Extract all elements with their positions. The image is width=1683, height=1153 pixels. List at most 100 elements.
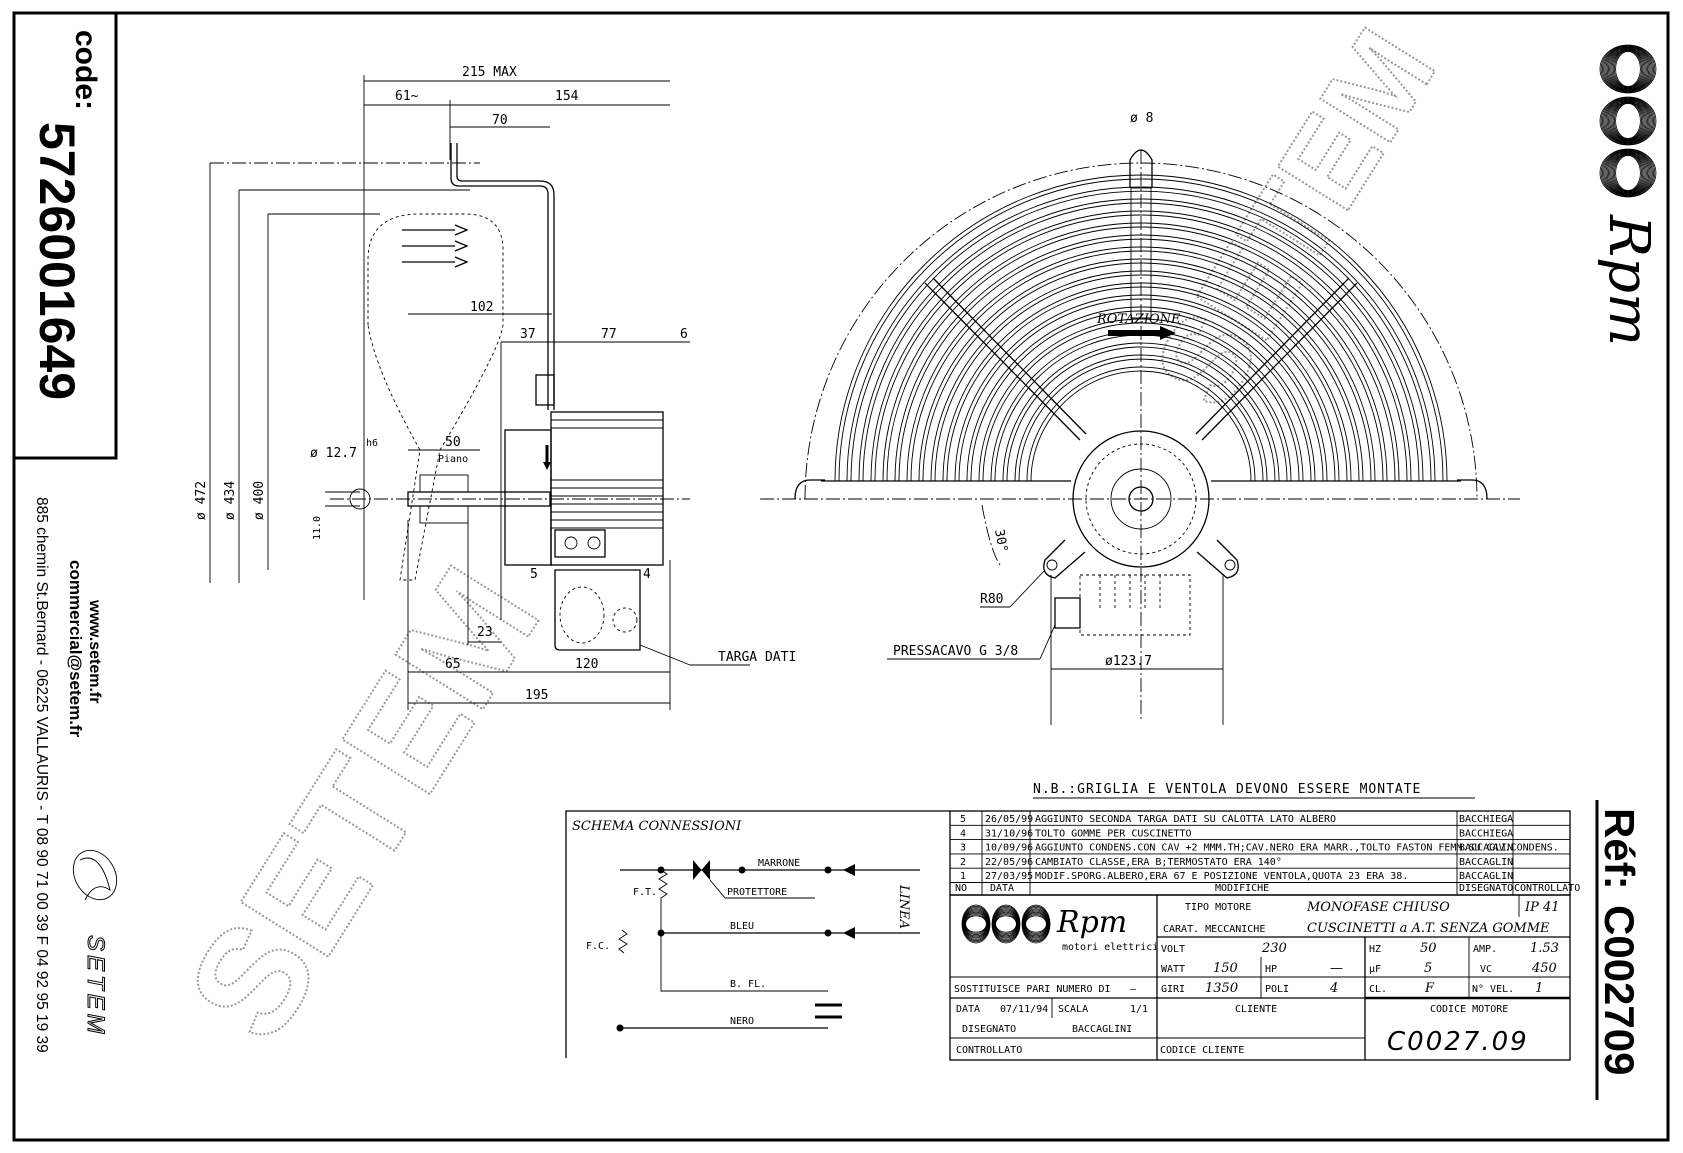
- dim-70: 70: [492, 113, 508, 128]
- coil-ring: [965, 915, 987, 933]
- coil-ring: [1609, 152, 1647, 194]
- revision-text: AGGIUNTO CONDENS.CON CAV +2 MMM.TH;CAV.N…: [1035, 843, 1559, 854]
- email: commercial@setem.fr: [66, 560, 85, 738]
- address: 885 chemin St.Bernard - 06225 VALLAURIS …: [33, 497, 50, 1053]
- rpm-logo-coils: [961, 904, 1051, 944]
- coil-ring: [1608, 152, 1649, 194]
- wire-marrone: MARRONE: [758, 858, 800, 869]
- website: www.setem.fr: [86, 599, 103, 703]
- coil-ring: [964, 913, 988, 936]
- coil-ring: [1615, 103, 1641, 139]
- ref-label: Réf:: [1596, 808, 1643, 890]
- cl-value: F: [1424, 981, 1435, 996]
- dim-195: 195: [525, 688, 548, 703]
- coil-ring: [995, 915, 1017, 933]
- hp-value: —: [1330, 961, 1343, 976]
- dim-d400: ø 400: [252, 481, 267, 520]
- dim-d8: ø 8: [1130, 111, 1153, 126]
- guard-ring: [966, 306, 1316, 482]
- guard-ring: [1002, 342, 1280, 482]
- revision-text: MODIF.SPORG.ALBERO,ERA 67 E POSIZIONE VE…: [1035, 871, 1408, 882]
- coil-ring: [1610, 153, 1646, 193]
- watt-value: 150: [1213, 961, 1238, 976]
- guard-ring: [858, 198, 1424, 482]
- nvel-value: 1: [1535, 981, 1543, 996]
- vc-value: 450: [1531, 961, 1557, 976]
- revision-text: TOLTO GOMME PER CUSCINETTO: [1035, 828, 1192, 839]
- coil-ring: [1612, 154, 1644, 192]
- guard-ring: [918, 258, 1364, 482]
- revision-text: AGGIUNTO SECONDA TARGA DATI SU CALOTTA L…: [1035, 814, 1336, 825]
- guard-ring: [870, 210, 1412, 482]
- wiring-diagram: SCHEMA CONNESSIONI MARRONE PROTETTORE F.…: [565, 810, 950, 1058]
- coil-ring: [1606, 99, 1650, 143]
- drawing-frame: [12, 11, 1670, 1142]
- rotation-label: ROTAZIONE: [1096, 312, 1181, 327]
- coil-ring: [1615, 51, 1641, 87]
- tipo-value: MONOFASE CHIUSO: [1306, 900, 1450, 915]
- targa-dati-label: TARGA DATI: [718, 650, 796, 665]
- revision-no: 5: [960, 814, 966, 825]
- amp-value: 1.53: [1530, 941, 1559, 956]
- dim-4: 4: [643, 567, 651, 582]
- coil-ring: [1600, 97, 1656, 145]
- setem-logo: SETEM: [72, 849, 118, 1038]
- guard-ring: [1026, 366, 1256, 482]
- code-value-group: 5726001649: [29, 122, 85, 400]
- coil-ring: [1024, 913, 1048, 936]
- code-label: code:: [69, 30, 102, 110]
- side-view: 215 MAX 61~ 154 70 ø 472 ø 434 ø 400 102…: [194, 65, 796, 710]
- rev-header-no: NO: [955, 883, 967, 894]
- coil-ring: [963, 909, 989, 939]
- dim-77: 77: [601, 327, 617, 342]
- dim-flat: 11.0: [312, 516, 323, 540]
- disegnato-label: DISEGNATO: [962, 1024, 1016, 1035]
- dim-61: 61~: [395, 89, 419, 104]
- codice-motore-value: C0027.09: [1387, 1027, 1529, 1057]
- revision-no: 2: [960, 857, 966, 868]
- shaft-tolerance: h6: [366, 438, 378, 449]
- coil-ring: [1603, 46, 1653, 92]
- vc-label: VC: [1480, 964, 1492, 975]
- coil-ring: [1022, 905, 1051, 943]
- guard-ring: [978, 318, 1304, 482]
- dim-1237: ø123.7: [1105, 654, 1152, 669]
- coil-ring: [1599, 148, 1657, 198]
- hp-label: HP: [1265, 964, 1277, 975]
- revision-date: 10/09/96: [985, 843, 1033, 854]
- guard-ring: [942, 282, 1340, 482]
- sostituisce-label: SOSTITUISCE PARI NUMERO DI: [954, 984, 1111, 995]
- guard-ring: [1006, 346, 1276, 482]
- coil-ring: [993, 909, 1019, 939]
- wire-bleu: BLEU: [730, 921, 754, 932]
- carat-value: CUSCINETTI a A.T. SENZA GOMME: [1307, 921, 1550, 936]
- coil-ring: [1614, 50, 1643, 88]
- rpm-logo-right: Rpm: [1596, 44, 1661, 346]
- rev-header-by: DISEGNATO: [1459, 883, 1513, 894]
- tb-logo-sub: motori elettrici: [1062, 942, 1158, 953]
- guard-ring: [930, 270, 1352, 482]
- guard-ring: [894, 234, 1388, 482]
- guard-ring: [862, 202, 1420, 482]
- coil-ring: [1615, 155, 1641, 191]
- data-label: DATA: [956, 1004, 980, 1015]
- coil-ring: [1612, 50, 1644, 88]
- codice-cliente-label: CODICE CLIENTE: [1160, 1045, 1244, 1056]
- dim-d434: ø 434: [223, 481, 238, 520]
- data-value: 07/11/94: [1000, 1004, 1048, 1015]
- revision-by: BACCAGLIN: [1459, 857, 1513, 868]
- revision-by: BACCAGLIN: [1459, 843, 1513, 854]
- coil-ring: [1603, 150, 1653, 196]
- wire-bfl: B. FL.: [730, 979, 766, 990]
- scala-label: SCALA: [1058, 1004, 1088, 1015]
- front-view: ø 8 ROTAZIONE 30° R80 PRESSACAVO G 3/8 ø…: [760, 111, 1520, 725]
- dim-d472: ø 472: [194, 481, 209, 520]
- guard-ring: [1018, 358, 1264, 482]
- coil-ring: [1614, 102, 1643, 140]
- setem-brand: SETEM: [82, 935, 109, 1038]
- tipo-label: TIPO MOTORE: [1185, 902, 1251, 913]
- coil-ring: [1599, 44, 1657, 94]
- controllato-label: CONTROLLATO: [956, 1045, 1022, 1056]
- coil-ring: [1609, 100, 1647, 142]
- title-block: Rpm motori elettrici TIPO MOTORE MONOFAS…: [949, 894, 1571, 1061]
